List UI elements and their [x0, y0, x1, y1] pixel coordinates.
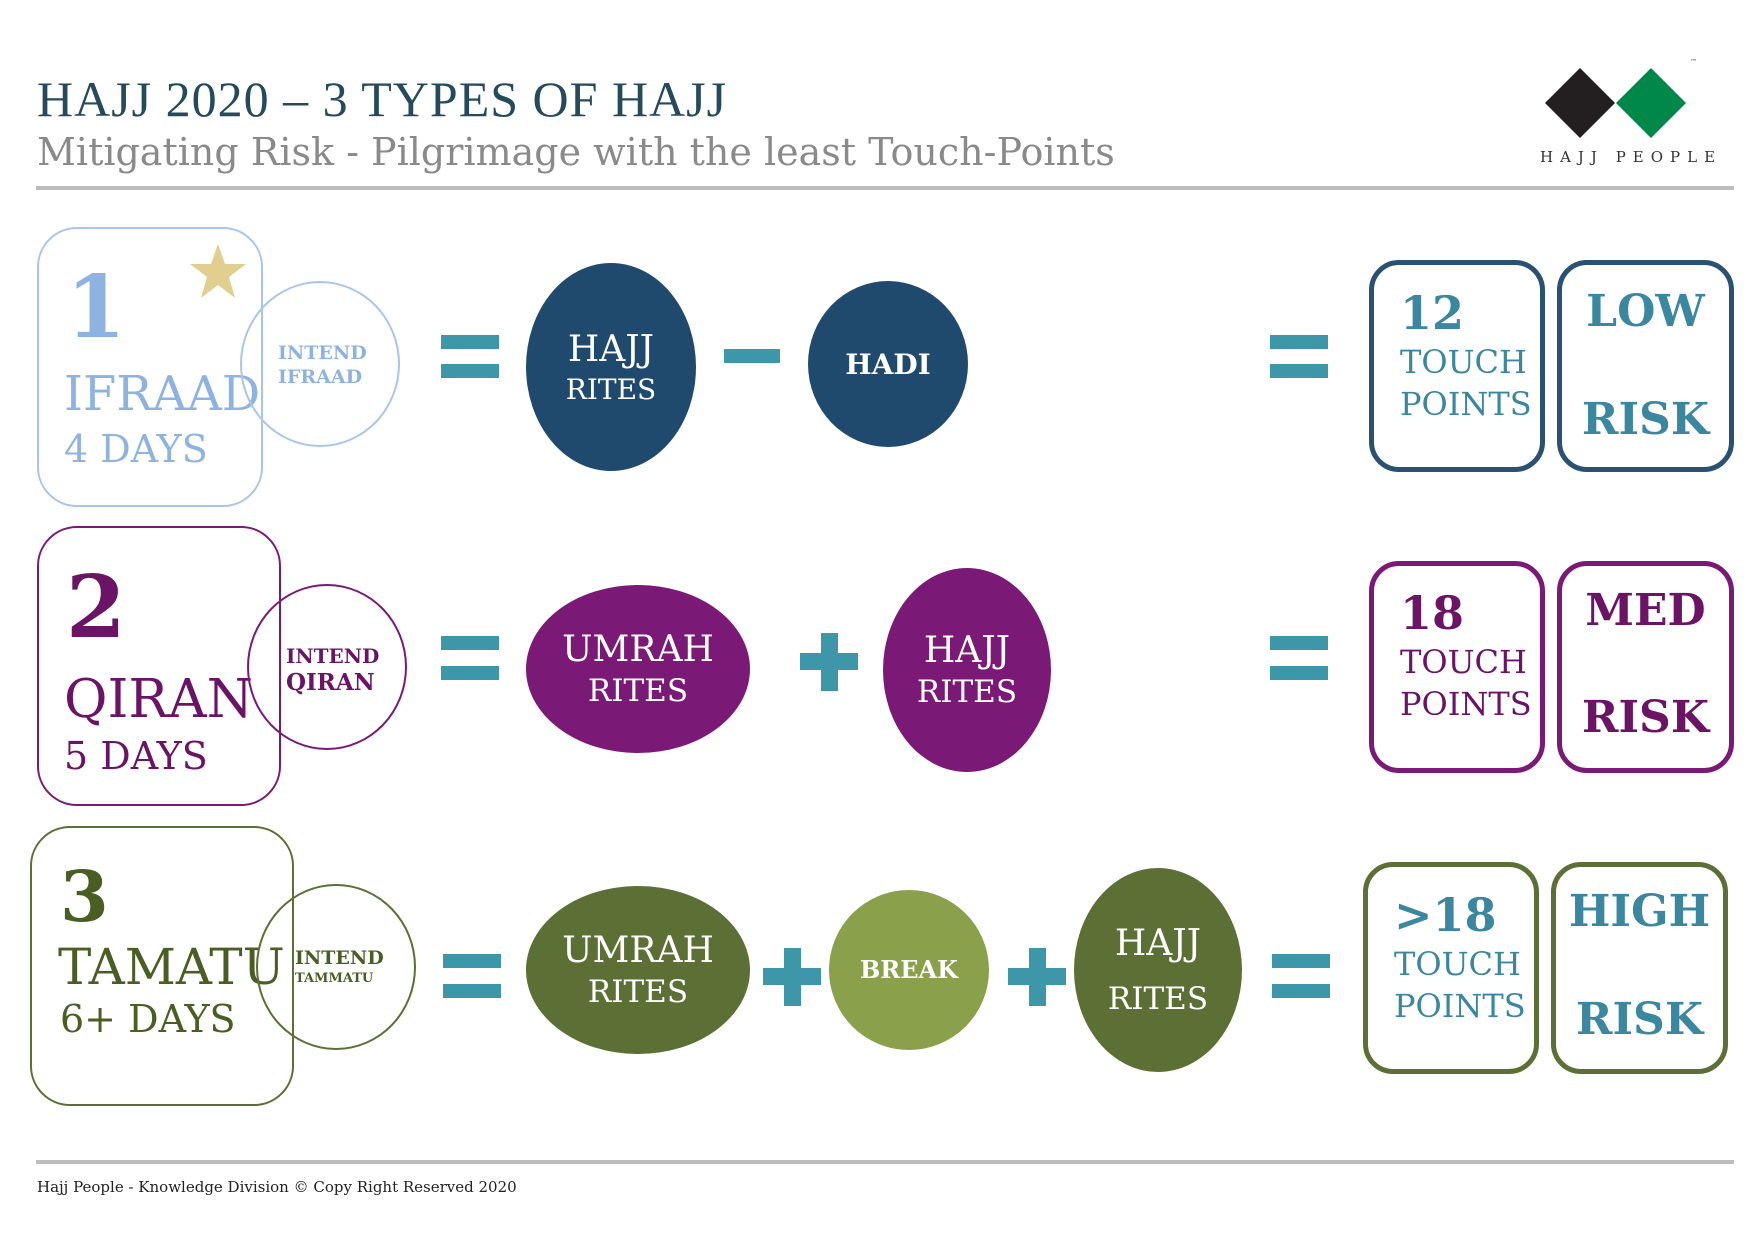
footer-text: Hajj People - Knowledge Division © Copy … [37, 1178, 517, 1196]
equals-icon [1270, 666, 1328, 680]
equals-icon [1272, 954, 1330, 968]
equals-icon [441, 636, 499, 650]
risk-level: LOW [1586, 286, 1705, 337]
star-icon [190, 244, 246, 298]
intend-circle [240, 281, 400, 447]
touch-count: 18 [1400, 586, 1465, 640]
equals-icon [1272, 984, 1330, 998]
logo-dark-diamond [1545, 68, 1615, 138]
header-divider [36, 186, 1734, 190]
type-name: TAMATU [58, 938, 285, 996]
risk-label: RISK [1581, 394, 1710, 445]
oval-hajj-rites: HAJJ RITES [1074, 868, 1242, 1072]
touch-label: TOUCH POINTS [1394, 945, 1526, 1025]
touch-label: TOUCH POINTS [1400, 643, 1532, 723]
type-days: 6+ DAYS [60, 997, 236, 1041]
risk-level: HIGH [1568, 886, 1711, 937]
risk-label: RISK [1581, 692, 1710, 743]
touch-points-box [1363, 862, 1539, 1074]
intend-circle [247, 584, 407, 750]
oval-hadi: HADI [808, 281, 968, 447]
risk-box [1557, 260, 1734, 472]
equals-icon [1270, 335, 1328, 349]
logo-trademark: ™ [1690, 58, 1697, 66]
type-name: IFRAAD [64, 366, 261, 422]
type-name: QIRAN [64, 669, 253, 730]
type-number: 3 [60, 855, 109, 938]
intend-label: INTEND IFRAAD [278, 342, 367, 388]
intend-label: INTEND QIRAN [286, 644, 380, 696]
touch-count: >18 [1394, 888, 1497, 942]
type-number: 2 [66, 557, 126, 658]
equals-icon [441, 364, 499, 378]
oval-umrah-rites: UMRAH RITES [526, 886, 750, 1054]
intend-circle [256, 884, 416, 1050]
page-subtitle: Mitigating Risk - Pilgrimage with the le… [37, 130, 1115, 174]
equals-icon [441, 335, 499, 349]
equals-icon [1270, 364, 1328, 378]
risk-label: RISK [1575, 994, 1704, 1045]
plus-icon [784, 948, 801, 1006]
minus-icon [724, 349, 780, 363]
type-days: 4 DAYS [64, 427, 208, 471]
equals-icon [1270, 636, 1328, 650]
logo-text: HAJJ PEOPLE [1540, 148, 1723, 166]
equals-icon [443, 954, 501, 968]
footer-divider [36, 1160, 1734, 1164]
touch-points-box [1369, 561, 1545, 773]
touch-count: 12 [1400, 286, 1465, 340]
type-number: 1 [66, 257, 126, 358]
touch-label: TOUCH POINTS [1400, 343, 1532, 423]
plus-icon [1029, 948, 1046, 1006]
hajj-people-logo: ™ [1545, 58, 1697, 138]
risk-box [1557, 561, 1734, 773]
equals-icon [441, 666, 499, 680]
oval-hajj-rites: HAJJ RITES [526, 263, 696, 471]
oval-break: BREAK [829, 890, 989, 1050]
page-title: HAJJ 2020 – 3 TYPES OF HAJJ [37, 71, 728, 127]
equals-icon [443, 984, 501, 998]
intend-label: INTEND TAMMATU [295, 947, 384, 986]
plus-icon [821, 633, 838, 691]
touch-points-box [1369, 260, 1545, 472]
risk-box [1551, 862, 1728, 1074]
type-days: 5 DAYS [64, 734, 208, 778]
oval-hajj-rites: HAJJ RITES [883, 568, 1051, 772]
logo-green-diamond [1616, 68, 1686, 138]
risk-level: MED [1585, 585, 1706, 636]
oval-umrah-rites: UMRAH RITES [526, 585, 750, 753]
